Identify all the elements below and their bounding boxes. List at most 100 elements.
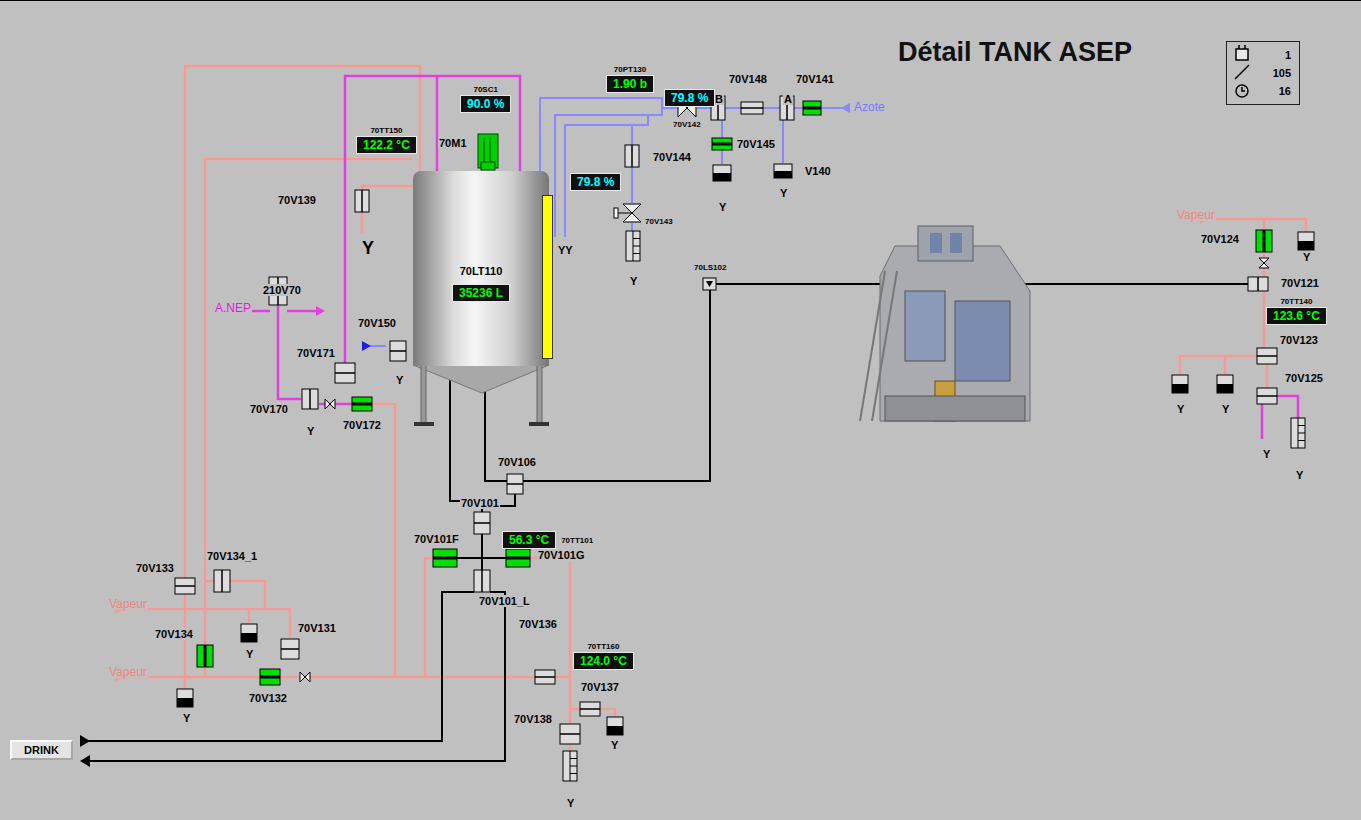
valve: [474, 512, 490, 534]
tag-label: Y: [306, 425, 315, 437]
drink-button: DRINK: [10, 740, 73, 760]
valve: [214, 570, 230, 592]
valve: [712, 138, 732, 150]
control-valve: [300, 672, 310, 682]
valve: [713, 165, 731, 181]
value-text: 70LT110: [413, 265, 549, 277]
tag-label: 70V124: [1200, 233, 1240, 245]
tag-label: 70V131: [297, 622, 337, 634]
tag-label: Y: [1262, 448, 1271, 460]
tag-label: 210V70: [262, 284, 302, 296]
valve: [1172, 375, 1188, 393]
info-icons: [1235, 45, 1249, 97]
value-text: 1.90 b: [606, 75, 654, 93]
tag-label: 70TT140: [1279, 297, 1313, 306]
valve: [1291, 418, 1305, 448]
tag-label: Y: [1302, 251, 1311, 263]
control-valve: [1259, 258, 1269, 268]
valve: [355, 190, 369, 212]
valve: [302, 389, 318, 409]
tag-label: 70V134_1: [206, 550, 258, 562]
tag-label: 70V171: [296, 347, 336, 359]
tag-label: Y: [566, 797, 575, 809]
value-text: 56.3 °C: [502, 531, 556, 549]
valve-position-display: 79.8 %: [664, 89, 715, 107]
tag-label: 70V125: [1284, 372, 1324, 384]
tag-label: 70V172: [342, 419, 382, 431]
valve: [563, 751, 577, 781]
tag-label: 70SC1: [472, 85, 498, 94]
value-text: 124.0 °C: [573, 652, 634, 670]
tag-label: 70V139: [277, 194, 317, 206]
value-text: DRINK: [24, 743, 59, 757]
valve: [774, 164, 792, 178]
tag-label: 70V138: [513, 713, 553, 725]
tag-label: 70V170: [249, 403, 289, 415]
tag-label: 70V101: [460, 497, 500, 509]
valve: [281, 639, 299, 659]
value-text: 123.6 °C: [1266, 307, 1327, 325]
tag-label: Y: [361, 239, 375, 257]
valve: [560, 724, 580, 744]
valve: [175, 578, 195, 594]
valve: [535, 670, 555, 684]
tag-label: 70TT101: [560, 536, 594, 545]
tag-label: Y: [1295, 469, 1304, 481]
value-text: 122.2 °C: [356, 136, 417, 154]
tag-label: 70V148: [728, 73, 768, 85]
value-text: 79.8 %: [664, 89, 715, 107]
valve: [580, 702, 600, 716]
valve: [506, 549, 530, 567]
tag-label: 70LS102: [693, 263, 727, 272]
tag-label: Y: [629, 275, 638, 287]
level-bar: [542, 195, 553, 359]
temperature-display: 56.3 °C 70TT101: [502, 531, 594, 549]
valve: [1217, 375, 1233, 393]
tag-label: 70V106: [497, 456, 537, 468]
valve: [241, 624, 257, 642]
value-text: 1: [1261, 46, 1291, 64]
valve: [260, 669, 280, 685]
page-title: Détail TANK ASEP: [898, 37, 1132, 68]
tag-label: Y: [1221, 403, 1230, 415]
valve: [507, 474, 523, 494]
valve: [1257, 348, 1277, 364]
drink-arrows: [80, 735, 90, 767]
value-text: 90.0 %: [460, 95, 511, 113]
tag-label: 70M1: [438, 137, 468, 149]
valve: [352, 397, 372, 411]
value-text: 16: [1261, 82, 1291, 100]
tag-label: 70V134: [154, 628, 194, 640]
valve: [803, 101, 821, 115]
tag-label: 70V150: [357, 317, 397, 329]
product-pipes: [88, 284, 1248, 761]
value-text: 105: [1261, 64, 1291, 82]
tag-label: 70V101F: [413, 533, 460, 545]
valve: [474, 570, 490, 592]
temperature-display: 70TT140123.6 °C: [1266, 297, 1327, 325]
tank: 70LT11035236 L: [413, 171, 549, 366]
valve: [1257, 388, 1277, 404]
valve: [177, 689, 193, 707]
valve: [1298, 232, 1314, 250]
valve-position-display: 79.8 %: [570, 173, 621, 191]
valve: [626, 231, 640, 261]
valve: [1248, 277, 1268, 291]
tag-label: 70PT130: [613, 65, 647, 74]
tag-label: B: [714, 93, 724, 105]
tag-label: Y: [718, 201, 727, 213]
temperature-display: 70TT160124.0 °C: [573, 642, 634, 670]
pressure-display: 70PT1301.90 b: [606, 65, 654, 93]
temperature-display: 70TT150122.2 °C: [356, 126, 417, 154]
tag-label: 70V133: [135, 562, 175, 574]
valve: [741, 102, 763, 114]
tag-label: 70V145: [736, 138, 776, 150]
tag-label: 70V143: [644, 217, 674, 226]
cip-pipes: [215, 76, 1298, 439]
tag-label: 70V101_L: [478, 595, 531, 607]
valve: [625, 145, 639, 167]
tag-label: Y: [182, 712, 191, 724]
tank-base: [413, 365, 549, 426]
tag-label: 70TT150: [369, 126, 403, 135]
tag-label: Azote: [853, 101, 886, 113]
